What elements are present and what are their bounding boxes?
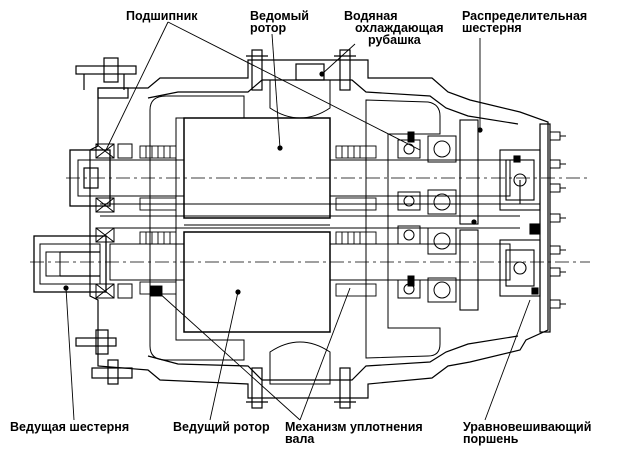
leader-lines [65, 21, 531, 421]
label-driven-rotor-2: ротор [250, 21, 287, 35]
label-jacket-2: охлаждающая [355, 21, 444, 35]
jacket-inner-bottom [147, 335, 519, 381]
drive-rotor [183, 231, 331, 333]
seal-right [335, 145, 377, 297]
left-bearings [95, 143, 133, 299]
seal-left [139, 145, 177, 297]
label-bearing: Подшипник [126, 9, 198, 23]
label-balance-1: Уравновешивающий [463, 420, 592, 434]
bolt-bottom-right [339, 367, 351, 409]
label-drive-gear: Ведущая шестерня [10, 420, 130, 434]
timing-gears [459, 119, 541, 311]
label-timing-gear-2: шестерня [462, 21, 522, 35]
right-bearings [397, 131, 457, 303]
casing-outline [89, 59, 549, 399]
drive-gear-housing [33, 235, 107, 293]
end-plate [539, 123, 551, 333]
jacket-inner [147, 79, 519, 125]
label-driven-rotor-1: Ведомый [250, 9, 309, 23]
bolt-top-right [339, 49, 351, 91]
bolt-left-upper [75, 65, 137, 75]
label-seal-2: вала [285, 432, 315, 446]
label-seal-1: Механизм уплотнения [285, 420, 423, 434]
right-bolts [549, 131, 566, 309]
label-timing-gear-1: Распределительная [462, 9, 588, 23]
label-balance-2: поршень [463, 432, 519, 446]
label-drive-rotor: Ведущий ротор [173, 420, 270, 434]
label-jacket-3: рубашка [368, 33, 421, 47]
bolt-bottom-left [251, 367, 263, 409]
label-jacket-1: Водяная [344, 9, 398, 23]
driven-rotor [183, 117, 331, 219]
